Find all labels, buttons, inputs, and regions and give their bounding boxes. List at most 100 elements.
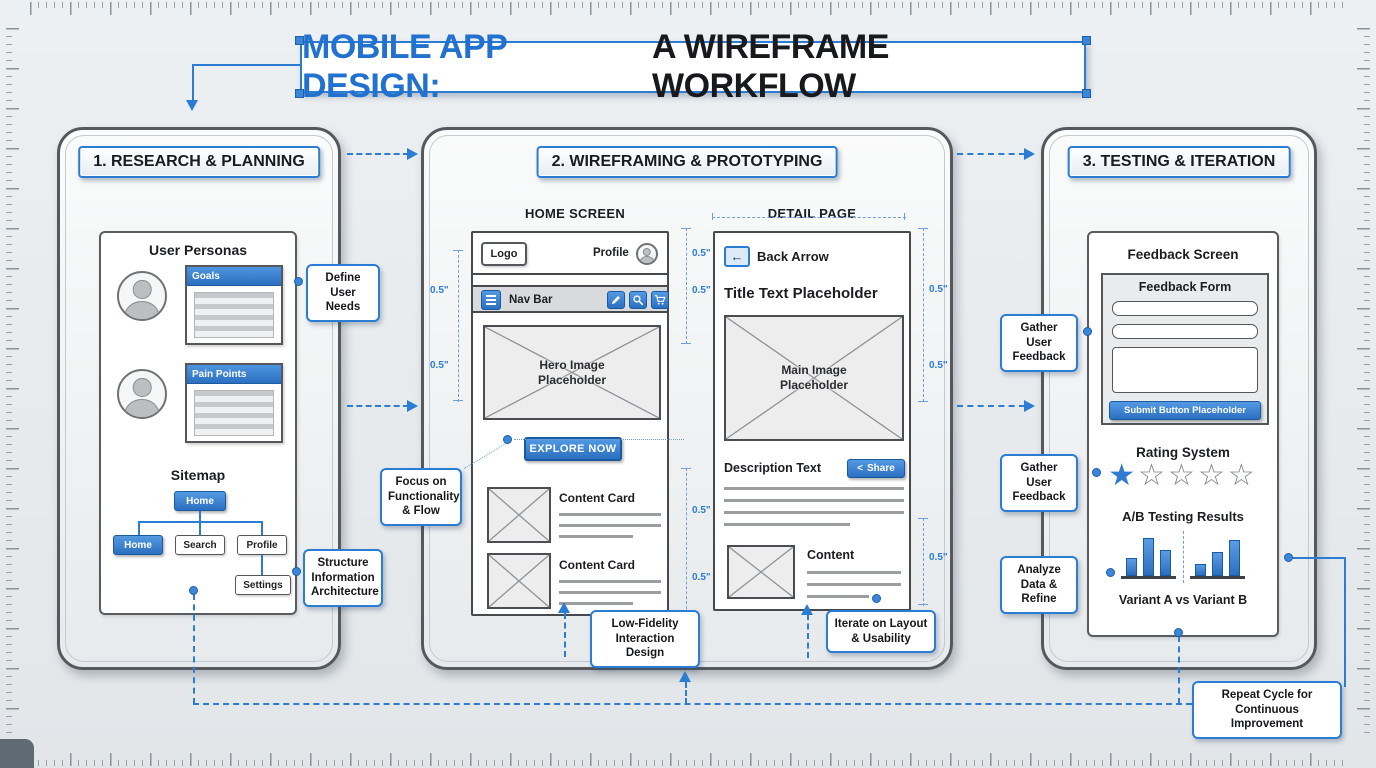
star-empty-icon[interactable]: ☆ bbox=[1197, 459, 1228, 492]
search-icon[interactable] bbox=[629, 291, 647, 309]
feedback-screen-title: Feedback Screen bbox=[1127, 247, 1239, 262]
hero-image-label: Hero Image Placeholder bbox=[537, 357, 607, 387]
sitemap-node-profile[interactable]: Profile bbox=[237, 535, 287, 555]
feedback-screen: Feedback Screen Feedback Form Submit But… bbox=[1087, 231, 1279, 637]
measure-label: 0.5" bbox=[430, 285, 449, 296]
annotation-connector bbox=[807, 614, 809, 658]
detail-page-label: DETAIL PAGE bbox=[767, 206, 857, 221]
ab-bar bbox=[1195, 564, 1206, 576]
back-arrow-label: Back Arrow bbox=[757, 249, 829, 264]
annotation-gather-feedback-2: Gather User Feedback bbox=[1000, 454, 1078, 513]
star-empty-icon[interactable]: ☆ bbox=[1138, 459, 1169, 492]
measure-label: 0.5" bbox=[692, 248, 711, 259]
connector-dot bbox=[503, 435, 512, 444]
annotation-low-fidelity: Low-Fidelity Interaction Design bbox=[590, 610, 700, 669]
persona-card-goals-header: Goals bbox=[187, 267, 281, 286]
panel-testing-iteration: 3. TESTING & ITERATION Feedback Screen F… bbox=[1041, 127, 1317, 670]
share-button[interactable]: < Share bbox=[847, 459, 905, 478]
profile-label: Profile bbox=[593, 247, 629, 259]
back-arrow-icon[interactable]: ← bbox=[724, 246, 750, 267]
text-line bbox=[724, 487, 904, 490]
variants-label: Variant A vs Variant B bbox=[1118, 593, 1248, 607]
measure-tick bbox=[904, 213, 905, 220]
connector-dot bbox=[1106, 568, 1115, 577]
arrowhead-right bbox=[407, 400, 418, 412]
persona-card-painpoints: Pain Points bbox=[185, 363, 283, 443]
panel1-heading: 1. RESEARCH & PLANNING bbox=[78, 146, 320, 178]
ruler-top-major bbox=[30, 2, 1346, 15]
measure-tick bbox=[453, 250, 463, 251]
panel3-heading: 3. TESTING & ITERATION bbox=[1067, 146, 1291, 178]
text-line bbox=[807, 595, 869, 598]
persona-card-lines bbox=[194, 390, 274, 436]
text-line bbox=[559, 591, 661, 594]
detail-page-wireframe: ← Back Arrow Title Text Placeholder Main… bbox=[713, 231, 911, 611]
menu-icon[interactable] bbox=[481, 290, 501, 310]
arrowhead-right bbox=[407, 148, 418, 160]
repeat-connector-line bbox=[1293, 557, 1345, 559]
annotation-focus-functionality: Focus on Functionality & Flow bbox=[380, 468, 462, 527]
share-icon: < bbox=[857, 463, 864, 474]
repeat-loop-line bbox=[685, 682, 687, 704]
text-line bbox=[807, 583, 901, 586]
selection-handle[interactable] bbox=[295, 89, 304, 98]
selection-handle[interactable] bbox=[1082, 89, 1091, 98]
selection-handle[interactable] bbox=[295, 36, 304, 45]
connector-dot bbox=[1174, 628, 1183, 637]
measure-tick bbox=[681, 468, 691, 469]
ab-bar bbox=[1229, 540, 1240, 576]
annotation-connector bbox=[514, 439, 684, 440]
variant-b-chart bbox=[1190, 533, 1245, 579]
content-label: Content bbox=[807, 548, 855, 562]
ruler-right-major bbox=[1357, 28, 1370, 740]
text-line bbox=[724, 523, 850, 526]
sitemap-node-home[interactable]: Home bbox=[113, 535, 163, 555]
text-line bbox=[559, 513, 661, 516]
annotation-define-user-needs: Define User Needs bbox=[306, 264, 380, 323]
flow-arrow-2-3-mid bbox=[957, 405, 1025, 407]
flow-arrow-2-3 bbox=[957, 153, 1025, 155]
star-empty-icon[interactable]: ☆ bbox=[1168, 459, 1198, 492]
measure-tick bbox=[681, 343, 691, 344]
ruler-left-major bbox=[6, 28, 19, 740]
ab-bar bbox=[1143, 538, 1154, 576]
description-text-label: Description Text bbox=[724, 461, 822, 475]
title-lead: MOBILE APP DESIGN: bbox=[302, 28, 507, 105]
text-line bbox=[559, 580, 661, 583]
hero-image-placeholder: Hero Image Placeholder bbox=[483, 325, 661, 420]
sitemap-node-home-root[interactable]: Home bbox=[174, 491, 226, 511]
selection-handle[interactable] bbox=[1082, 36, 1091, 45]
measure-tick bbox=[918, 228, 928, 229]
content-thumbnail bbox=[727, 545, 795, 599]
form-input[interactable] bbox=[1112, 324, 1258, 339]
annotation-analyze-refine: Analyze Data & Refine bbox=[1000, 556, 1078, 615]
explore-now-button[interactable]: EXPLORE NOW bbox=[524, 437, 622, 461]
sitemap-title: Sitemap bbox=[170, 467, 226, 483]
rating-system-title: Rating System bbox=[1136, 445, 1230, 460]
chart-divider bbox=[1183, 531, 1184, 583]
connector-dot bbox=[292, 567, 301, 576]
star-empty-icon[interactable]: ☆ bbox=[1227, 459, 1258, 492]
submit-button-placeholder[interactable]: Submit Button Placeholder bbox=[1109, 401, 1261, 420]
arrowhead-right bbox=[1024, 400, 1035, 412]
edit-icon[interactable] bbox=[607, 291, 625, 309]
persona-card-painpoints-header: Pain Points bbox=[187, 365, 281, 384]
content-card-thumbnail bbox=[487, 487, 551, 543]
text-line bbox=[559, 524, 661, 527]
cart-icon[interactable] bbox=[651, 291, 669, 309]
ruler-bottom-major bbox=[30, 753, 1346, 766]
repeat-connector-line bbox=[1344, 557, 1346, 687]
sitemap-node-search[interactable]: Search bbox=[175, 535, 225, 555]
arrowhead-down bbox=[186, 100, 198, 111]
tree-line bbox=[199, 521, 201, 535]
logo-placeholder: Logo bbox=[481, 242, 527, 266]
connector-dot bbox=[872, 594, 881, 603]
form-input[interactable] bbox=[1112, 301, 1258, 316]
sitemap-node-settings[interactable]: Settings bbox=[235, 575, 291, 595]
measure-line bbox=[686, 228, 687, 344]
star-filled-icon[interactable]: ★ bbox=[1108, 459, 1139, 492]
profile-avatar-icon[interactable] bbox=[636, 243, 658, 265]
form-textarea[interactable] bbox=[1112, 347, 1258, 393]
annotation-structure-ia: Structure Information Architecture bbox=[303, 549, 383, 608]
